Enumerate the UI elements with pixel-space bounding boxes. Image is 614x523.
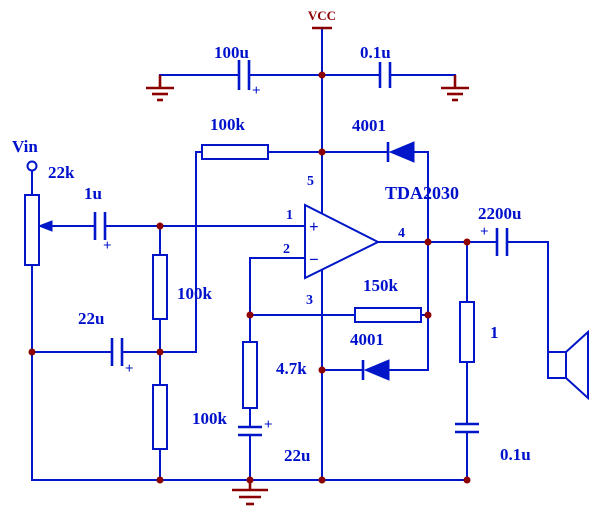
resistor-150k-label: 150k [363,276,399,295]
junction-dot [28,348,36,356]
junction-dot [318,366,326,374]
junction-dot [318,148,326,156]
speaker-horn [565,329,589,401]
vin-terminal-icon [26,160,38,172]
vin-label: Vin [12,137,38,156]
resistor-1ohm-zobel [459,301,475,363]
junction-dot [463,476,471,484]
ground-symbol-bottom [232,480,268,506]
wiring [31,27,549,481]
resistor-4.7k-gain [242,341,258,409]
ic-name-label: TDA2030 [385,183,459,203]
capacitor-0.1u-supply [378,62,392,88]
potentiometer-22k-body [24,194,40,266]
capacitor-100u-supply [237,60,251,90]
capacitor-22u-bypass-label: 22u [78,309,104,328]
diode-triangle-icon [363,359,390,381]
capacitor-100u-label: 100u [214,43,249,62]
potentiometer-wiper-arrow-icon [37,220,53,232]
polarity-plus-22u-bypass: + [125,361,134,377]
capacitor-0.1u-zobel-label: 0.1u [500,445,531,464]
diode-4001-top-label: 4001 [352,116,386,135]
capacitor-1u-label: 1u [84,184,102,203]
resistor-4.7k-label: 4.7k [276,359,307,378]
polarity-plus-1u: + [103,238,112,254]
resistor-150k-feedback [354,307,422,323]
diode-4001-to-gnd [361,359,390,381]
ground-symbol-top-right [441,75,469,102]
pin-1-label: 1 [286,208,293,223]
pin-4-label: 4 [398,226,405,241]
junction-dot [318,71,326,79]
junction-dot [246,311,254,319]
capacitor-2200u-output [495,228,509,256]
resistor-100k-bias-upper [152,254,168,320]
polarity-plus-22u-gain: + [264,417,273,433]
ground-symbol-top-left [146,75,174,102]
polarity-plus-2200u: + [480,224,489,240]
resistor-100k-lower-label: 100k [192,409,228,428]
junction-dot [424,311,432,319]
vcc-label: VCC [308,8,336,23]
diode-4001-bottom-label: 4001 [350,330,384,349]
opamp-triangle-tda2030 [304,203,381,280]
capacitor-22u-gain-label: 22u [284,446,310,465]
junction-dot [463,238,471,246]
junction-dots [28,71,471,484]
junction-dot [246,476,254,484]
capacitor-0.1u-zobel [455,422,479,434]
pin-3-label: 3 [306,293,313,308]
junction-dot [424,238,432,246]
potentiometer-22k-label: 22k [48,163,75,182]
speaker-icon [547,329,589,401]
junction-dot [156,348,164,356]
capacitor-2200u-label: 2200u [478,204,521,223]
diode-triangle-icon [388,141,415,163]
resistor-100k-bias-lower [152,384,168,450]
capacitor-22u-gain [238,425,262,437]
opamp-noninverting-mark: + [309,217,319,236]
pin-2-label: 2 [283,242,290,257]
junction-dot [156,222,164,230]
capacitor-0.1u-supply-label: 0.1u [360,43,391,62]
capacitor-1u-input [93,212,107,240]
junction-dot [318,476,326,484]
polarity-plus-100u: + [252,83,261,99]
diode-4001-to-vcc [386,141,415,163]
resistor-100k-upper-label: 100k [177,284,213,303]
speaker-body [547,351,567,379]
capacitor-22u-bypass [110,338,124,366]
opamp-inverting-mark: − [309,250,319,269]
pin-5-label: 5 [307,174,314,189]
junction-dot [156,476,164,484]
resistor-100k-top [201,144,269,160]
resistor-1ohm-label: 1 [490,323,499,342]
resistor-100k-top-label: 100k [210,115,246,134]
